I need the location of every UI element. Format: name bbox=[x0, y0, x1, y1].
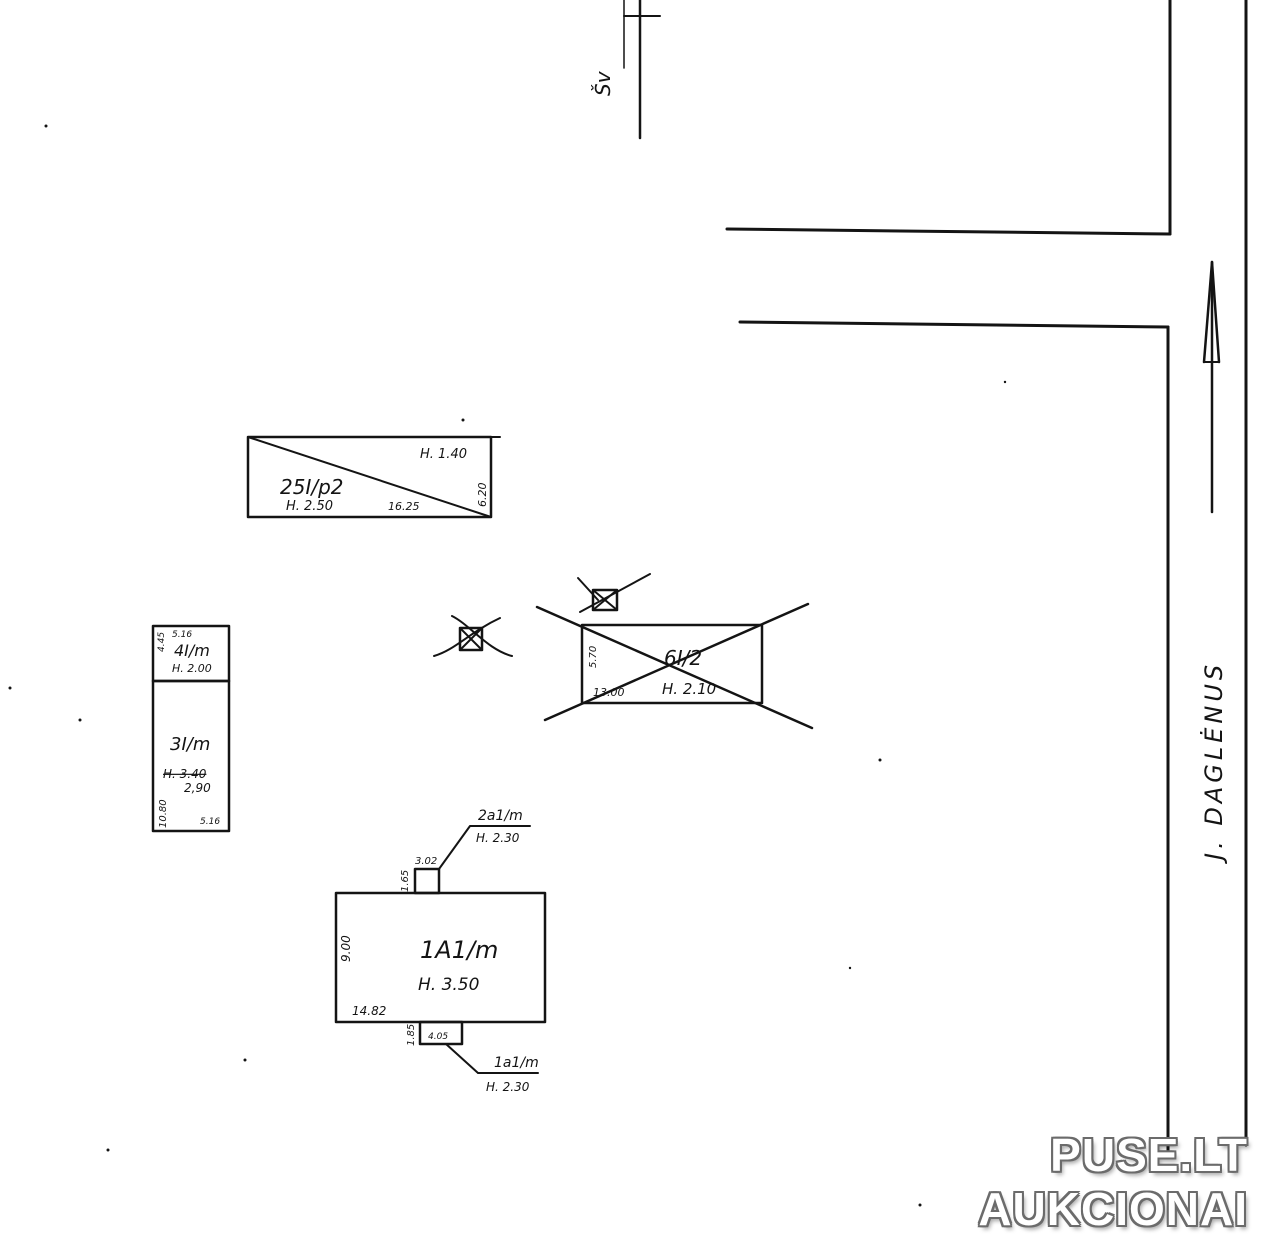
street-name-label: J. DAGLĖNUS bbox=[1199, 661, 1228, 864]
building-3-height: H. 3.40 bbox=[163, 767, 207, 781]
building-6-height: H. 2.10 bbox=[662, 680, 716, 698]
extension-1a-length: 4.05 bbox=[428, 1032, 448, 1042]
extension-2a-width: 1.65 bbox=[400, 870, 411, 892]
building-3-code: 3I/m bbox=[170, 734, 210, 755]
building-6: 6I/2 H. 2.10 13.00 5.70 bbox=[535, 602, 814, 730]
watermark-subtitle: AUKCIONAI bbox=[978, 1183, 1248, 1235]
building-6-length: 13.00 bbox=[593, 686, 625, 699]
extension-2a-height: H. 2.30 bbox=[476, 831, 520, 845]
extension-1a: 1a1/m H. 2.30 4.05 1.85 bbox=[406, 1020, 539, 1094]
building-3: 3I/m H. 3.40 2,90 10.80 5.16 bbox=[151, 679, 231, 833]
building-4: 5.16 4.45 4I/m H. 2.00 bbox=[151, 624, 231, 683]
extension-1a-height: H. 2.30 bbox=[486, 1080, 530, 1094]
north-arrow: Šv bbox=[591, 0, 661, 140]
north-arrow-label: Šv bbox=[591, 70, 615, 96]
boundary-lower-horizontal bbox=[738, 320, 1170, 329]
building-4-code: 4I/m bbox=[174, 641, 210, 660]
building-4-width: 4.45 bbox=[157, 632, 167, 652]
extension-2a: 2a1/m H. 2.30 3.02 1.65 bbox=[400, 808, 531, 895]
building-1: 1A1/m H. 3.50 14.82 9.00 bbox=[334, 891, 547, 1024]
building-25: 25I/p2 H. 2.50 H. 1.40 16.25 6.20 bbox=[246, 435, 501, 519]
removed-structure-right bbox=[577, 573, 651, 613]
street-direction-arrow bbox=[1202, 260, 1221, 514]
watermark-site-name: PUSE.LT bbox=[1050, 1129, 1248, 1181]
building-3-height-corrected: 2,90 bbox=[184, 781, 211, 795]
building-1-code: 1A1/m bbox=[420, 936, 498, 964]
extension-1a-code: 1a1/m bbox=[494, 1055, 539, 1071]
building-6-code: 6I/2 bbox=[664, 646, 702, 670]
building-25-width: 6.20 bbox=[476, 483, 489, 508]
boundary-upper-horizontal bbox=[725, 227, 1172, 236]
extension-2a-length: 3.02 bbox=[415, 856, 437, 867]
building-3-length: 10.80 bbox=[158, 799, 169, 828]
building-4-length: 5.16 bbox=[172, 630, 192, 640]
building-25-length: 16.25 bbox=[388, 500, 420, 513]
property-boundary-lines bbox=[725, 0, 1248, 1152]
extension-2a-code: 2a1/m bbox=[478, 808, 523, 824]
building-1-width: 9.00 bbox=[339, 935, 353, 962]
building-25-height-alt: H. 1.40 bbox=[420, 447, 467, 462]
building-6-width: 5.70 bbox=[588, 646, 599, 668]
scan-specks bbox=[8, 124, 1007, 1207]
extension-1a-width: 1.85 bbox=[406, 1024, 417, 1046]
building-3-width: 5.16 bbox=[200, 817, 220, 827]
building-4-height: H. 2.00 bbox=[172, 662, 212, 675]
building-25-height: H. 2.50 bbox=[286, 499, 333, 514]
removed-structure-left bbox=[433, 615, 513, 657]
building-25-code: 25I/p2 bbox=[280, 475, 344, 499]
building-1-length: 14.82 bbox=[352, 1004, 386, 1018]
building-1-height: H. 3.50 bbox=[418, 975, 479, 995]
